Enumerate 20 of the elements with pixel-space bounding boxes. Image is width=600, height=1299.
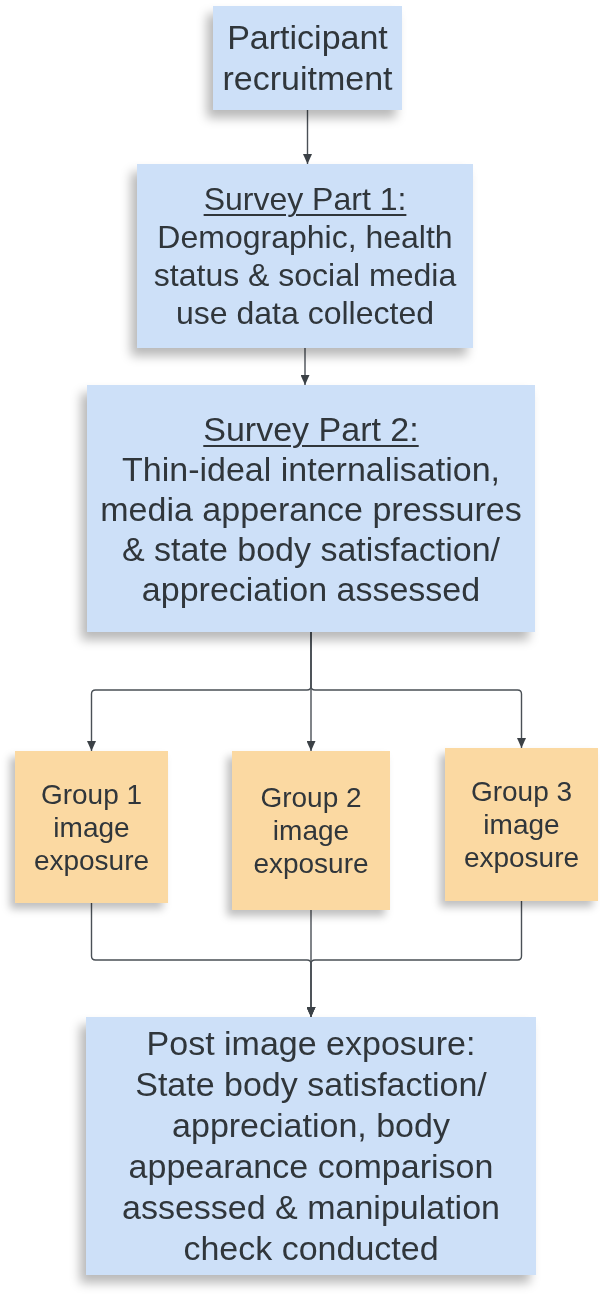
- arrow: [303, 109, 312, 165]
- box-text: Group 2 image exposure: [252, 781, 370, 880]
- process-box: [87, 385, 535, 632]
- box-text: Group 3 image exposure: [462, 775, 581, 874]
- box-heading: Survey Part 2:: [203, 408, 419, 449]
- arrow: [310, 631, 526, 749]
- arrow: [300, 347, 310, 386]
- box-text: Participant recruitment: [221, 17, 394, 99]
- process-box: [232, 751, 390, 910]
- process-box: [213, 6, 402, 110]
- box-text: Demographic, health status & social media use data collected: [152, 218, 458, 332]
- box-text: Thin-ideal internalisation, media apperance pressures & state body satisfaction/ appreciation assessed: [99, 448, 523, 609]
- process-box: [445, 748, 598, 901]
- process-box: [15, 751, 168, 903]
- box-heading: Survey Part 1:: [203, 180, 407, 218]
- process-box: [86, 1017, 536, 1275]
- box-text: Group 1 image exposure: [32, 777, 151, 877]
- box-text: Post image exposure: State body satisfaction/ appreciation, body appearance comparison assessed & manipulation check conducted: [121, 1023, 501, 1269]
- process-box: [137, 164, 473, 348]
- arrow: [306, 900, 523, 1018]
